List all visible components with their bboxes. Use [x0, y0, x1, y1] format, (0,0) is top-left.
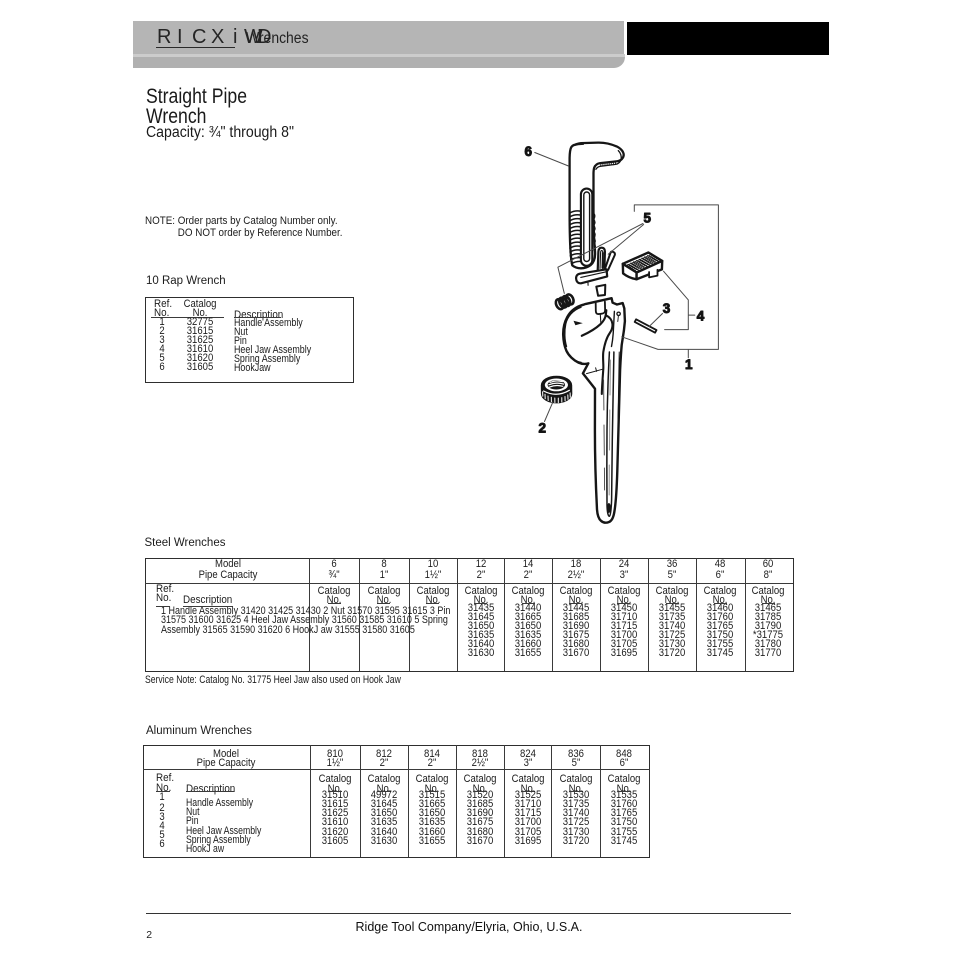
svg-text:6: 6 — [525, 144, 533, 159]
svg-text:4: 4 — [697, 308, 705, 323]
svg-text:5: 5 — [644, 211, 652, 226]
svg-text:3: 3 — [663, 301, 671, 316]
svg-text:1: 1 — [685, 357, 693, 372]
svg-text:2: 2 — [539, 420, 547, 435]
